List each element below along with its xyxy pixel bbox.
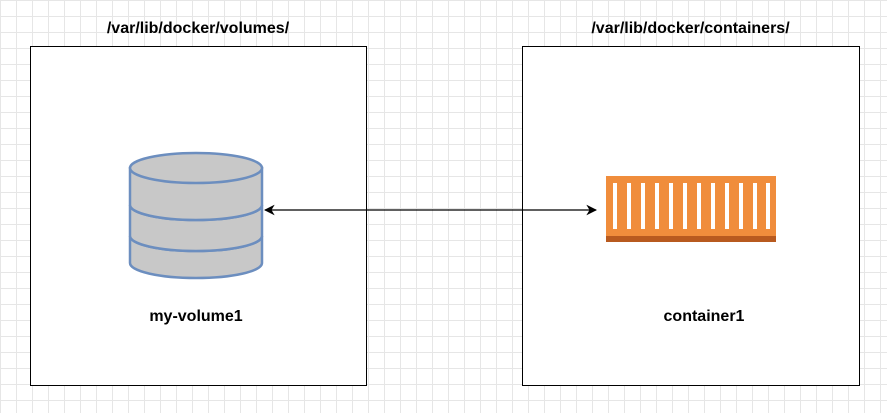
volumes-path-label: /var/lib/docker/volumes/ [106,20,290,37]
container-name-label: container1 [663,308,745,325]
shipping-container-icon[interactable] [606,176,776,242]
database-icon[interactable] [128,151,264,280]
containers-path-label: /var/lib/docker/containers/ [591,20,790,37]
volume-name-label: my-volume1 [149,308,243,325]
